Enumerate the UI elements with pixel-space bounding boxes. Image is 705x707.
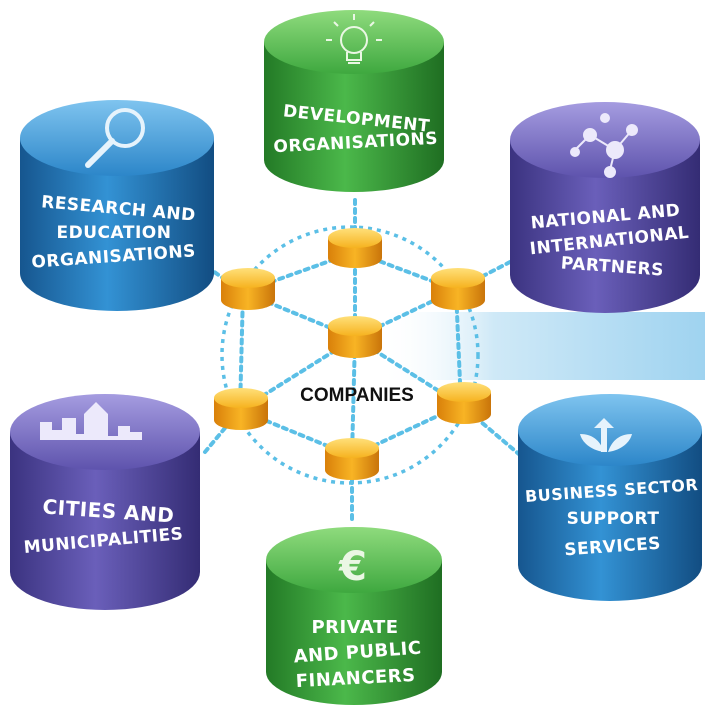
node-national-international-partners: NATIONAL AND INTERNATIONAL PARTNERS (510, 102, 700, 313)
node-research-education-organisations: RESEARCH AND EDUCATION ORGANISATIONS (20, 100, 214, 311)
node-label-line: EDUCATION (57, 223, 172, 243)
node-label-line: SUPPORT (567, 509, 660, 529)
sprout-arrow-icon (580, 418, 632, 452)
company-disc (328, 316, 382, 358)
molecule-network-icon (570, 113, 638, 178)
company-disc (328, 228, 382, 268)
center-label: COMPANIES (300, 385, 414, 406)
euro-icon: € (338, 544, 367, 590)
highlight-band (380, 312, 705, 380)
node-private-public-financers: € PRIVATE AND PUBLIC FINANCERS (266, 527, 442, 705)
node-business-sector-support-services: BUSINESS SECTOR SUPPORT SERVICES (518, 394, 702, 601)
company-disc (437, 382, 491, 424)
company-disc (325, 438, 379, 480)
company-disc (221, 268, 275, 310)
lightbulb-icon (326, 14, 382, 64)
company-disc (431, 268, 485, 310)
node-development-organisations: DEVELOPMENT ORGANISATIONS (264, 10, 444, 192)
company-discs (214, 228, 491, 480)
magnifier-icon (85, 108, 145, 168)
city-skyline-icon (40, 402, 142, 440)
node-cities-municipalities: CITIES AND MUNICIPALITIES (10, 394, 200, 610)
node-label-line: PRIVATE (311, 617, 398, 638)
company-disc (214, 388, 268, 430)
dashed-circle (220, 225, 480, 485)
